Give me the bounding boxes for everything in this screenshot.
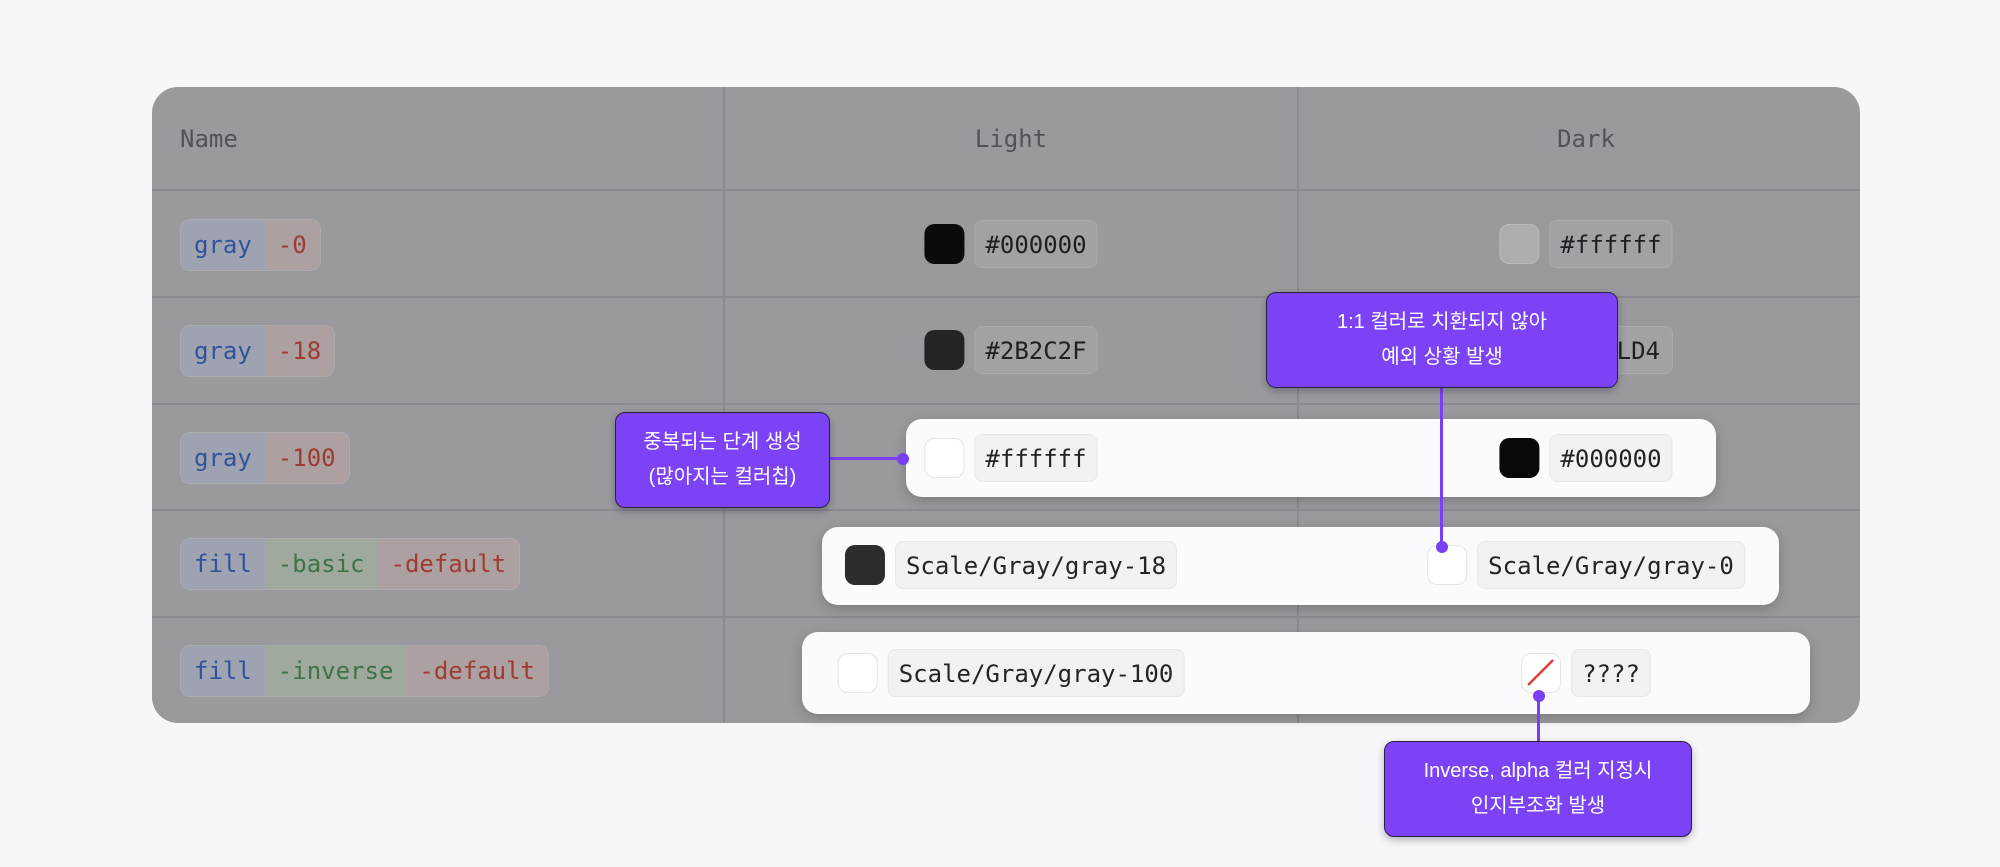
color-swatch-gray-18 bbox=[924, 330, 965, 370]
connector-line-callout3 bbox=[1537, 696, 1540, 742]
unknown-value-chip: ???? bbox=[1571, 649, 1651, 697]
row-divider bbox=[152, 296, 1860, 298]
color-swatch-none bbox=[1521, 653, 1562, 693]
color-swatch-white bbox=[924, 438, 965, 478]
token-chip-gray-0: gray -0 bbox=[180, 219, 321, 271]
color-swatch-black bbox=[1499, 438, 1540, 478]
callout-text-line: (많아지는 컬러칩) bbox=[648, 466, 797, 488]
hex-chip: #000000 bbox=[1549, 434, 1673, 482]
token-chip-gray-18: gray -18 bbox=[180, 325, 336, 377]
token-chip-fill-basic-default: fill -basic -default bbox=[180, 538, 521, 590]
token-name: gray bbox=[181, 326, 265, 376]
callout-text-line: 중복되는 단계 생성 bbox=[643, 431, 802, 453]
column-header-name: Name bbox=[180, 125, 238, 153]
token-modifier: -18 bbox=[264, 326, 335, 376]
connector-dot-callout2 bbox=[897, 453, 909, 465]
token-chip-gray-100: gray -100 bbox=[180, 432, 350, 484]
callout-text-line: 예외 상황 발생 bbox=[1381, 346, 1503, 368]
token-ref-chip: Scale/Gray/gray-0 bbox=[1477, 541, 1745, 589]
token-modifier: -default bbox=[406, 646, 548, 696]
token-modifier: -100 bbox=[264, 433, 349, 483]
color-swatch-white bbox=[1499, 224, 1540, 264]
light-value-gray-100: #ffffff bbox=[924, 434, 1098, 482]
connector-dot-callout3 bbox=[1533, 690, 1545, 702]
token-name: fill bbox=[181, 539, 265, 589]
dark-value-fill-inverse: ???? bbox=[1521, 649, 1651, 697]
token-modifier: -basic bbox=[264, 539, 378, 589]
table-header-divider bbox=[152, 189, 1860, 191]
dark-value-gray-100: #000000 bbox=[1499, 434, 1673, 482]
dark-value-gray-0: #ffffff bbox=[1499, 220, 1673, 268]
token-ref-chip: Scale/Gray/gray-100 bbox=[887, 649, 1185, 697]
token-modifier: -0 bbox=[264, 220, 320, 270]
token-modifier: -default bbox=[377, 539, 520, 589]
connector-dot-callout1 bbox=[1436, 541, 1448, 553]
column-divider bbox=[723, 87, 725, 723]
light-value-fill-inverse: Scale/Gray/gray-100 bbox=[837, 649, 1185, 697]
color-swatch-white bbox=[1427, 545, 1468, 585]
token-name: fill bbox=[181, 646, 265, 696]
color-swatch-gray-18 bbox=[844, 545, 885, 585]
callout-text-line: Inverse, alpha 컬러 지정시 bbox=[1423, 760, 1653, 782]
annotation-callout-inverse-alpha[interactable]: Inverse, alpha 컬러 지정시 인지부조화 발생 bbox=[1384, 741, 1692, 837]
annotation-callout-duplicate-steps[interactable]: 중복되는 단계 생성 (많아지는 컬러칩) bbox=[615, 412, 830, 508]
row-divider bbox=[152, 509, 1860, 511]
annotation-callout-exception[interactable]: 1:1 컬러로 치환되지 않아 예외 상황 발생 bbox=[1266, 292, 1618, 388]
color-swatch-white bbox=[837, 653, 878, 693]
token-name: gray bbox=[181, 433, 265, 483]
light-value-gray-0: #000000 bbox=[924, 220, 1098, 268]
connector-line-callout2 bbox=[830, 457, 900, 460]
light-value-gray-18: #2B2C2F bbox=[924, 326, 1098, 374]
hex-chip: #ffffff bbox=[1549, 220, 1673, 268]
callout-text-line: 1:1 컬러로 치환되지 않아 bbox=[1336, 311, 1548, 333]
column-divider bbox=[1297, 87, 1299, 723]
column-header-light: Light bbox=[974, 125, 1048, 153]
row-divider bbox=[152, 403, 1860, 405]
token-modifier: -inverse bbox=[264, 646, 407, 696]
hex-chip: #ffffff bbox=[974, 434, 1098, 482]
token-chip-fill-inverse-default: fill -inverse -default bbox=[180, 645, 549, 697]
row-divider bbox=[152, 616, 1860, 618]
hex-chip: #000000 bbox=[974, 220, 1098, 268]
token-name: gray bbox=[181, 220, 265, 270]
connector-line-callout1 bbox=[1440, 386, 1443, 548]
token-ref-chip: Scale/Gray/gray-18 bbox=[894, 541, 1178, 589]
hex-chip: #2B2C2F bbox=[974, 326, 1098, 374]
dark-value-fill-basic: Scale/Gray/gray-0 bbox=[1427, 541, 1745, 589]
red-slash-icon bbox=[1527, 659, 1554, 686]
column-header-dark: Dark bbox=[1557, 125, 1615, 153]
token-table bbox=[152, 87, 1860, 723]
callout-text-line: 인지부조화 발생 bbox=[1470, 795, 1606, 817]
light-value-fill-basic: Scale/Gray/gray-18 bbox=[844, 541, 1178, 589]
color-swatch-black bbox=[924, 224, 965, 264]
